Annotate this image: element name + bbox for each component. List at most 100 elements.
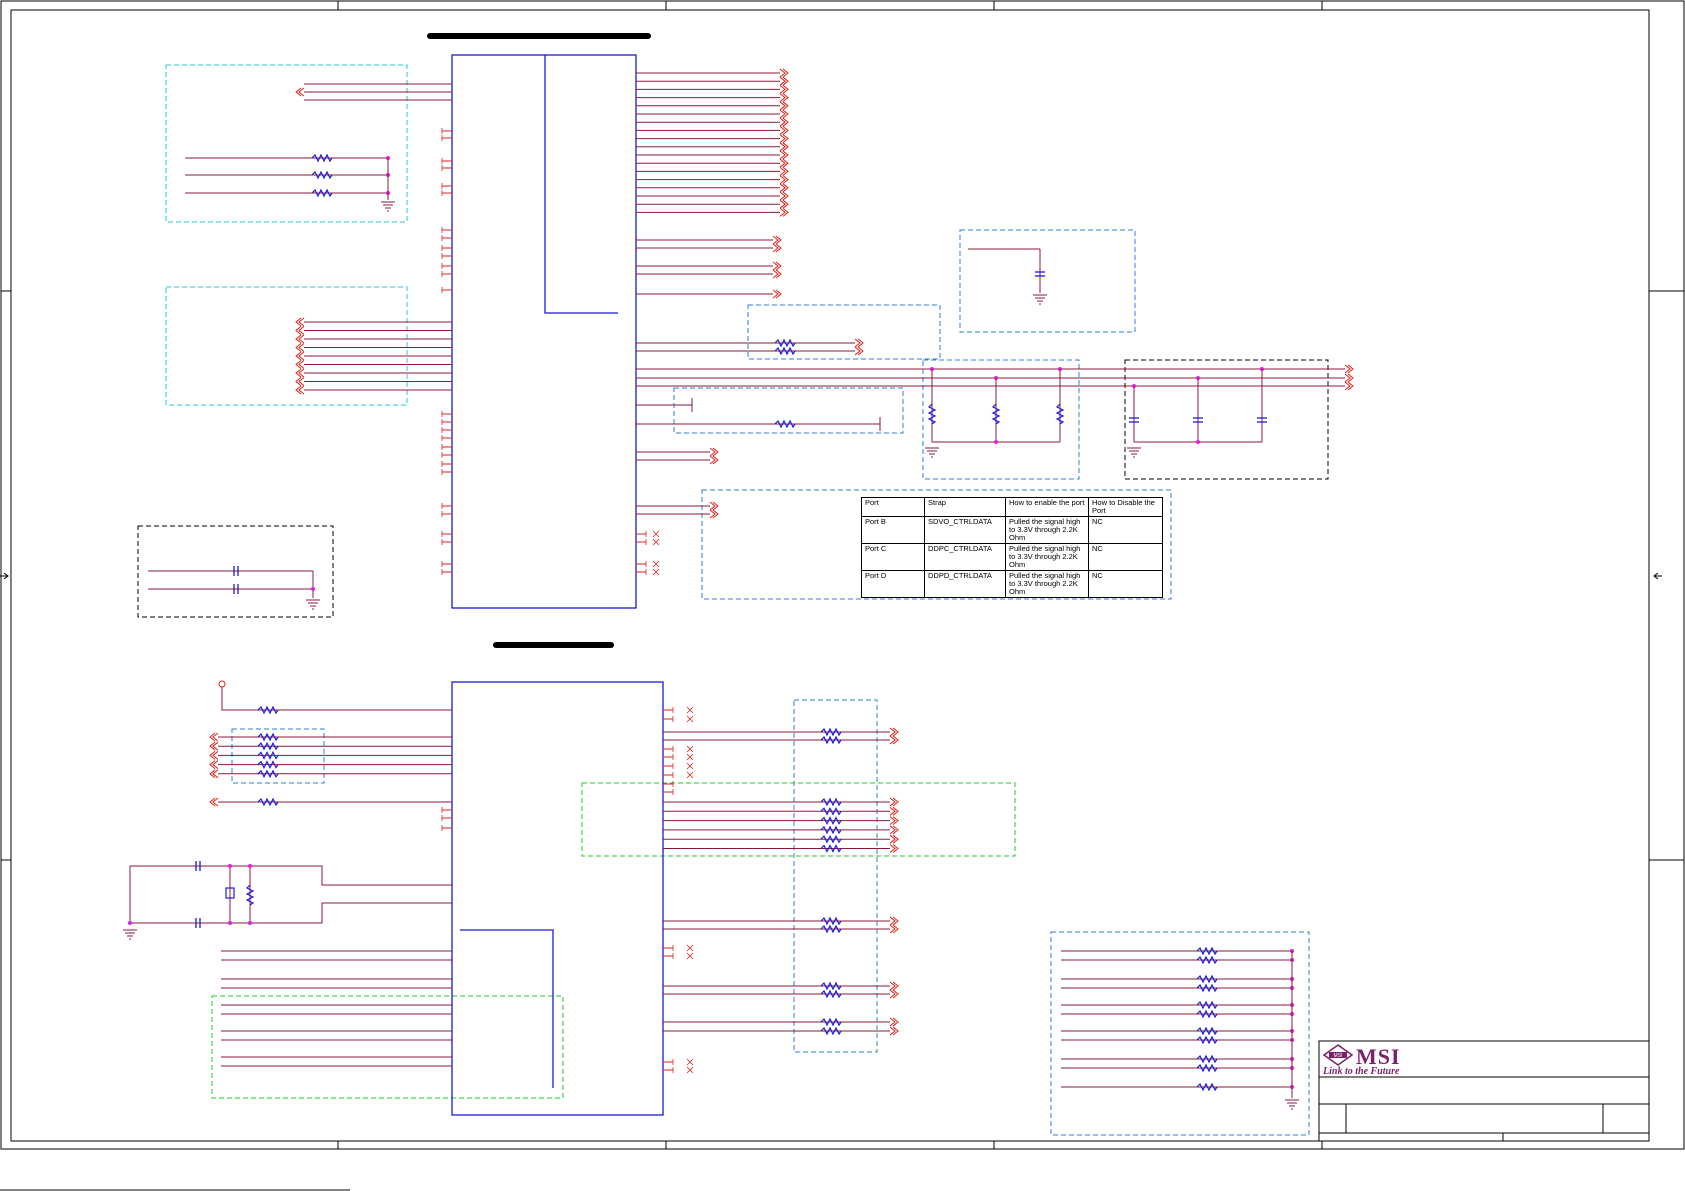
off-page-connector: [892, 1017, 899, 1027]
off-page-connector: [779, 76, 786, 86]
off-page-connector: [772, 289, 779, 299]
ground-icon: [1032, 294, 1048, 305]
off-page-connector: [298, 87, 305, 97]
table-row: Port C DDPC_CTRLDATA Pulled the signal h…: [861, 543, 1163, 571]
off-page-connector: [857, 338, 864, 348]
off-page-connector: [772, 243, 779, 253]
off-page-connector: [709, 447, 716, 457]
wire: [221, 687, 452, 711]
strap-header-disable: How to Disable the Port: [1088, 497, 1163, 517]
wire: [129, 865, 452, 923]
off-page-connector: [779, 134, 786, 143]
strap-cell: NC: [1088, 570, 1163, 598]
no-connect-mark: [686, 715, 694, 723]
off-page-connector: [782, 158, 789, 168]
port-strap-table: Port Strap How to enable the port How to…: [861, 497, 1163, 598]
off-page-connector: [712, 447, 719, 457]
off-page-connector: [889, 735, 896, 745]
off-page-connector: [1347, 373, 1354, 383]
off-page-connector: [209, 741, 216, 751]
off-page-connector: [892, 735, 899, 745]
off-page-connector: [209, 732, 216, 742]
ic-upper: [451, 54, 637, 609]
off-page-connector: [295, 87, 302, 97]
off-page-connector: [892, 825, 899, 835]
junction-dot: [228, 864, 232, 868]
off-page-connector: [892, 844, 899, 853]
off-page-connector: [779, 158, 786, 168]
off-page-connector: [892, 797, 899, 807]
off-page-connector: [889, 989, 896, 999]
off-page-connector: [782, 142, 789, 152]
off-page-connector: [779, 175, 786, 184]
off-page-connector: [772, 261, 779, 271]
wire: [130, 902, 452, 924]
junction-dot: [248, 864, 252, 868]
off-page-connector: [295, 377, 302, 386]
off-page-connector: [779, 93, 786, 102]
strap-cell: NC: [1088, 543, 1163, 571]
off-page-connector: [892, 834, 899, 844]
off-page-connector: [889, 797, 896, 807]
off-page-connector: [889, 916, 896, 926]
off-page-connector: [775, 289, 782, 299]
off-page-connector: [782, 126, 789, 135]
title-block: [1318, 1040, 1650, 1142]
off-page-connector: [298, 334, 305, 344]
off-page-connector: [782, 68, 789, 78]
junction-dot: [128, 921, 132, 925]
off-page-connector: [772, 269, 779, 279]
strap-cell: NC: [1088, 516, 1163, 544]
off-page-connector: [709, 501, 716, 511]
no-connect-mark: [652, 530, 660, 538]
off-page-connector: [298, 351, 305, 361]
off-page-connector: [782, 167, 789, 176]
off-page-connector: [779, 126, 786, 135]
no-connect-mark: [686, 753, 694, 761]
off-page-connector: [892, 916, 899, 926]
wire-nets: [122, 68, 1354, 1110]
off-page-connector: [298, 343, 305, 352]
no-connect-mark: [686, 771, 694, 779]
junction-dot: [311, 587, 315, 591]
msi-emblem-icon: MSI: [1323, 1044, 1353, 1066]
off-page-connector: [892, 989, 899, 999]
off-page-connector: [298, 326, 305, 335]
off-page-connector: [209, 760, 216, 769]
crystal-icon: [225, 887, 235, 899]
off-page-connector: [772, 235, 779, 245]
off-page-connector: [298, 360, 305, 369]
strap-table-header-row: Port Strap How to enable the port How to…: [861, 497, 1163, 517]
strap-cell: DDPD_CTRLDATA: [924, 570, 1006, 598]
off-page-connector: [892, 806, 899, 816]
off-page-connector: [212, 751, 219, 760]
off-page-connector: [209, 797, 216, 807]
off-page-connector: [782, 85, 789, 94]
off-page-connector: [209, 751, 216, 760]
off-page-connector: [1344, 381, 1351, 391]
off-page-connector: [779, 191, 786, 201]
junction-dot: [228, 921, 232, 925]
junction-dot: [248, 921, 252, 925]
off-page-connector: [298, 368, 305, 378]
strap-cell: DDPC_CTRLDATA: [924, 543, 1006, 571]
no-connect-mark: [686, 706, 694, 714]
no-connect-mark: [686, 944, 694, 952]
off-page-connector: [779, 117, 786, 127]
off-page-connector: [295, 343, 302, 352]
off-page-connector: [209, 769, 216, 779]
off-page-connector: [779, 183, 786, 193]
no-connect-mark: [652, 560, 660, 568]
strap-header-strap: Strap: [924, 497, 1006, 517]
off-page-connector: [709, 509, 716, 519]
off-page-connector: [295, 317, 302, 327]
off-page-connector: [857, 346, 864, 356]
off-page-connector: [298, 385, 305, 395]
no-connect-mark: [686, 1058, 694, 1066]
off-page-connector: [782, 199, 789, 209]
off-page-connector: [779, 199, 786, 209]
ground-icon: [1126, 447, 1142, 458]
off-page-connector: [782, 76, 789, 86]
